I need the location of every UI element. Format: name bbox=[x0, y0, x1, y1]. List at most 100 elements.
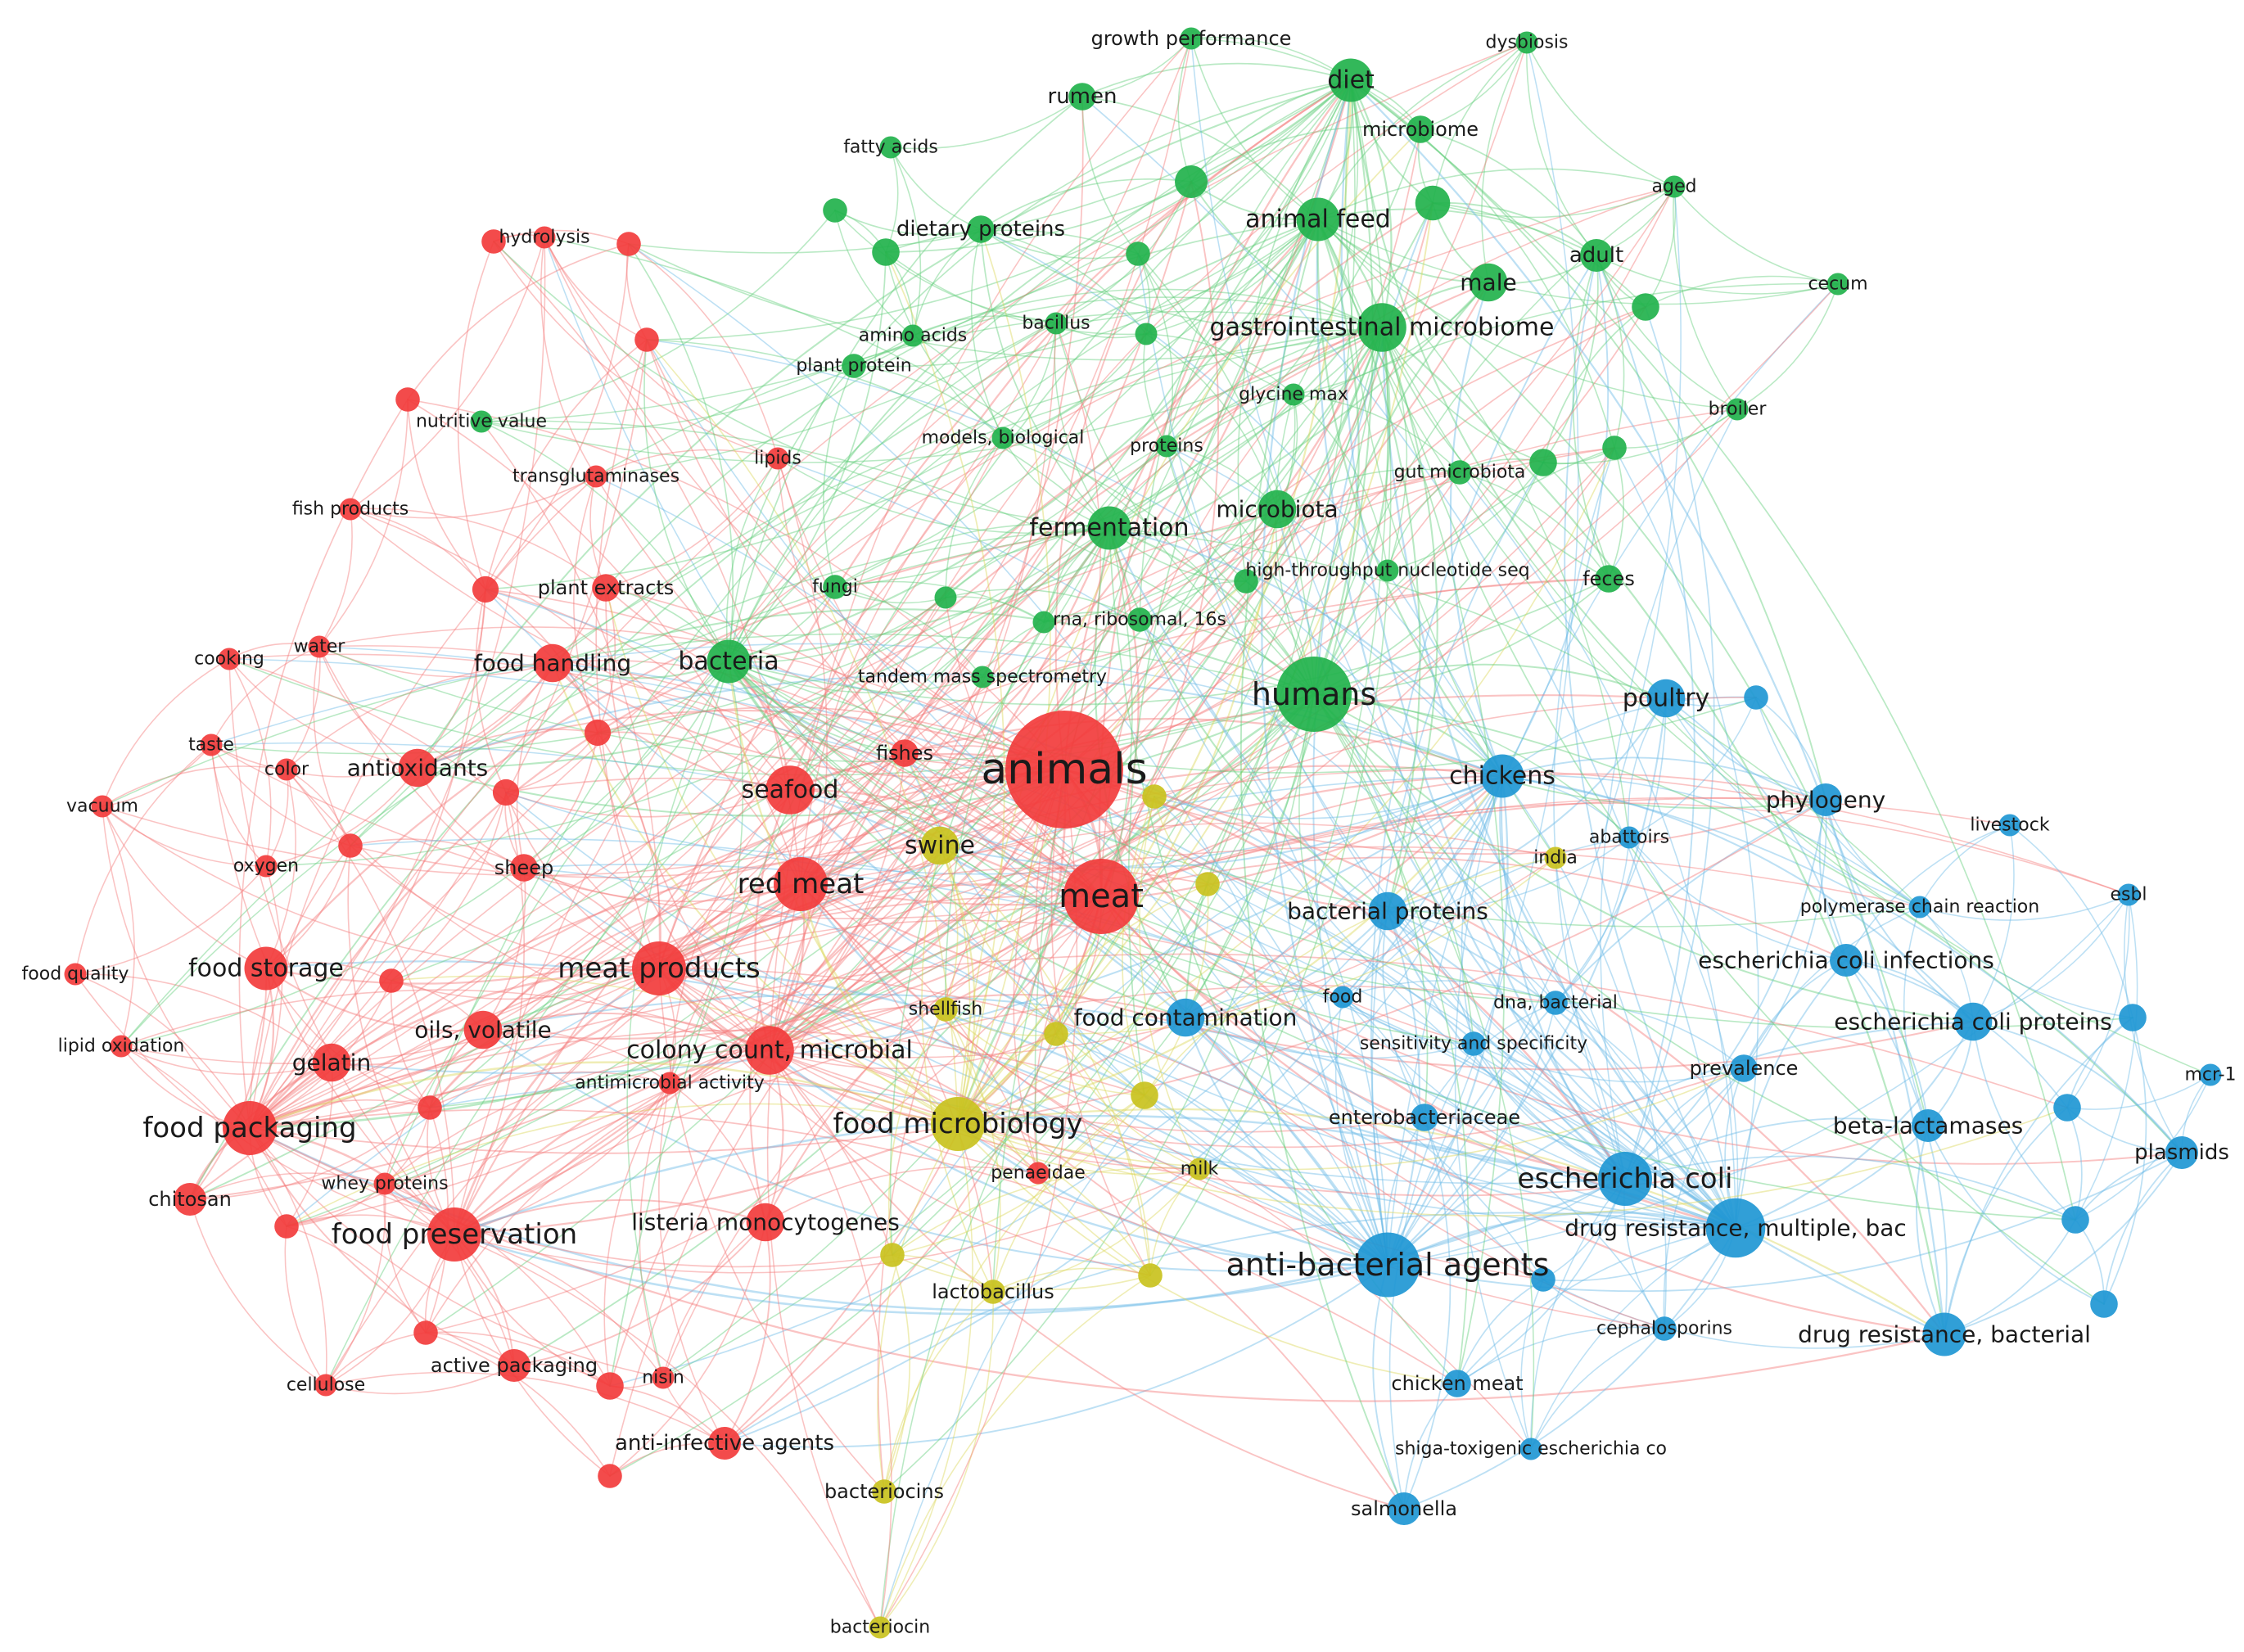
node-swine[interactable] bbox=[920, 826, 959, 865]
node-b-x4[interactable] bbox=[2061, 1206, 2089, 1234]
node-fungi[interactable] bbox=[823, 575, 847, 599]
node-bacteriocins[interactable] bbox=[872, 1479, 896, 1504]
node-g-x6[interactable] bbox=[1135, 323, 1158, 345]
node-dysbiosis[interactable] bbox=[1515, 31, 1538, 54]
node-b-x3[interactable] bbox=[2053, 1094, 2081, 1122]
node-gi-microbiome[interactable] bbox=[1357, 303, 1406, 352]
node-food-handling[interactable] bbox=[533, 643, 572, 683]
node-models-biological[interactable] bbox=[991, 427, 1014, 449]
node-fish-products[interactable] bbox=[339, 498, 362, 521]
node-food-quality[interactable] bbox=[64, 963, 87, 986]
node-chickens[interactable] bbox=[1480, 754, 1524, 798]
node-mcr1[interactable] bbox=[2199, 1063, 2222, 1086]
node-animals[interactable] bbox=[1005, 711, 1123, 828]
node-dietary-proteins[interactable] bbox=[967, 215, 995, 243]
node-diet[interactable] bbox=[1329, 58, 1373, 102]
node-plant-protein[interactable] bbox=[842, 354, 866, 378]
node-gelatin[interactable] bbox=[312, 1043, 351, 1082]
node-listeria[interactable] bbox=[746, 1203, 785, 1242]
node-red-meat[interactable] bbox=[774, 857, 828, 911]
node-ecoli[interactable] bbox=[1598, 1152, 1652, 1206]
node-fermentation[interactable] bbox=[1087, 506, 1131, 550]
node-bacillus[interactable] bbox=[1045, 312, 1068, 335]
node-milk[interactable] bbox=[1188, 1158, 1211, 1180]
node-feces[interactable] bbox=[1595, 565, 1623, 593]
node-fatty-acids[interactable] bbox=[879, 136, 902, 159]
node-g-x3[interactable] bbox=[1415, 185, 1451, 221]
node-abattoirs[interactable] bbox=[1618, 826, 1641, 849]
node-cooking[interactable] bbox=[218, 648, 241, 670]
node-y-x2[interactable] bbox=[1142, 784, 1167, 809]
node-b-x5[interactable] bbox=[1531, 1267, 1555, 1292]
node-proteins[interactable] bbox=[1155, 435, 1178, 458]
node-cecum[interactable] bbox=[1826, 273, 1849, 296]
node-animal-feed[interactable] bbox=[1296, 197, 1340, 241]
node-lipids[interactable] bbox=[766, 447, 789, 470]
node-sheep[interactable] bbox=[510, 854, 538, 882]
node-bacteria[interactable] bbox=[707, 639, 751, 684]
node-penaeidae[interactable] bbox=[1027, 1162, 1050, 1185]
node-colony-count[interactable] bbox=[745, 1026, 794, 1075]
node-hydrolysis[interactable] bbox=[533, 226, 556, 249]
node-color[interactable] bbox=[275, 758, 298, 781]
node-bacteriocin[interactable] bbox=[869, 1616, 892, 1639]
node-humans[interactable] bbox=[1276, 657, 1352, 732]
node-rna-16s[interactable] bbox=[1127, 607, 1152, 632]
node-hts[interactable] bbox=[1376, 559, 1399, 582]
node-glycine-max[interactable] bbox=[1282, 383, 1305, 406]
node-drug-res-bact[interactable] bbox=[1922, 1312, 1966, 1356]
node-shellfish[interactable] bbox=[933, 997, 958, 1022]
node-beta-lactamases[interactable] bbox=[1912, 1109, 1944, 1142]
node-y-x3[interactable] bbox=[1195, 872, 1220, 896]
node-lactobacillus[interactable] bbox=[981, 1280, 1005, 1304]
node-active-packaging[interactable] bbox=[498, 1349, 531, 1382]
node-b-x6[interactable] bbox=[2090, 1290, 2118, 1318]
node-stec[interactable] bbox=[1519, 1438, 1542, 1460]
node-chitosan[interactable] bbox=[174, 1183, 206, 1216]
node-r-x6[interactable] bbox=[492, 779, 520, 806]
node-male[interactable] bbox=[1469, 263, 1508, 302]
node-nutritive-value[interactable] bbox=[470, 410, 493, 433]
node-y-x5[interactable] bbox=[1138, 1263, 1163, 1288]
node-r-x10[interactable] bbox=[274, 1214, 299, 1239]
node-r-x11[interactable] bbox=[413, 1320, 438, 1345]
node-water[interactable] bbox=[308, 635, 331, 658]
node-r-x1[interactable] bbox=[481, 229, 506, 254]
node-food-contamination[interactable] bbox=[1166, 998, 1205, 1037]
node-food-storage[interactable] bbox=[244, 946, 288, 991]
node-rumen[interactable] bbox=[1068, 83, 1096, 111]
node-g-x2[interactable] bbox=[1175, 165, 1208, 198]
node-fishes[interactable] bbox=[891, 739, 919, 767]
node-prevalence[interactable] bbox=[1730, 1054, 1758, 1082]
node-whey-proteins[interactable] bbox=[373, 1172, 396, 1195]
node-salmonella[interactable] bbox=[1388, 1492, 1420, 1525]
node-amino-acids[interactable] bbox=[901, 324, 924, 347]
node-r-x7[interactable] bbox=[338, 833, 363, 858]
node-g-x4[interactable] bbox=[872, 238, 900, 266]
node-chicken-meat[interactable] bbox=[1443, 1370, 1471, 1397]
node-lipid-oxidation[interactable] bbox=[110, 1035, 133, 1058]
node-r-x4[interactable] bbox=[472, 575, 499, 603]
node-tandem-mass[interactable] bbox=[971, 666, 994, 688]
node-microbiome[interactable] bbox=[1406, 115, 1434, 143]
node-b-x1[interactable] bbox=[1744, 685, 1768, 710]
node-esbl[interactable] bbox=[2117, 883, 2140, 906]
node-meat[interactable] bbox=[1063, 859, 1139, 934]
node-g-x10[interactable] bbox=[1529, 449, 1557, 476]
node-enterobacteriaceae[interactable] bbox=[1411, 1104, 1438, 1131]
node-y-x4[interactable] bbox=[1044, 1022, 1068, 1046]
node-cephalosporins[interactable] bbox=[1652, 1316, 1677, 1341]
node-g-x7[interactable] bbox=[1632, 293, 1659, 321]
node-y-x6[interactable] bbox=[880, 1243, 905, 1267]
node-nisin[interactable] bbox=[652, 1366, 675, 1389]
node-taste[interactable] bbox=[200, 733, 223, 756]
node-sens-spec[interactable] bbox=[1461, 1031, 1486, 1056]
node-poultry[interactable] bbox=[1646, 679, 1686, 718]
node-r-x12[interactable] bbox=[596, 1372, 624, 1400]
node-food-packaging[interactable] bbox=[223, 1101, 277, 1155]
node-g-x1[interactable] bbox=[823, 198, 847, 223]
node-anti-bacterial[interactable] bbox=[1355, 1232, 1420, 1298]
node-phylogeny[interactable] bbox=[1809, 783, 1842, 816]
node-g-x11[interactable] bbox=[1234, 569, 1258, 594]
node-india[interactable] bbox=[1544, 846, 1567, 869]
